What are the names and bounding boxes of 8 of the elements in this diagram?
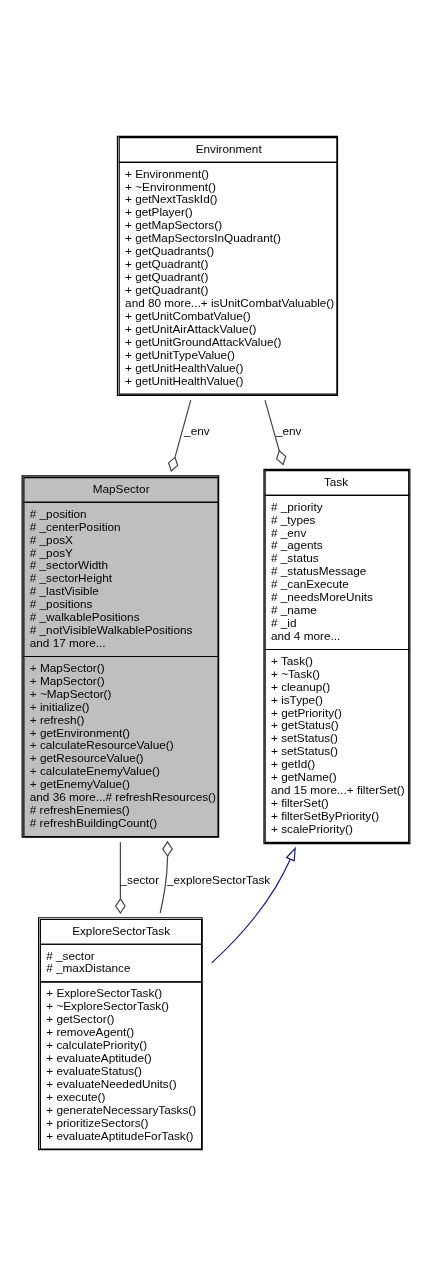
connector	[167, 399, 192, 472]
arrow	[211, 846, 296, 963]
edge-label: _env	[184, 423, 210, 437]
connector	[264, 399, 287, 465]
edge-label: _exploreSectorTask	[167, 872, 271, 886]
connector	[159, 840, 173, 914]
connector	[114, 841, 126, 914]
edge-label: _env	[275, 423, 302, 437]
